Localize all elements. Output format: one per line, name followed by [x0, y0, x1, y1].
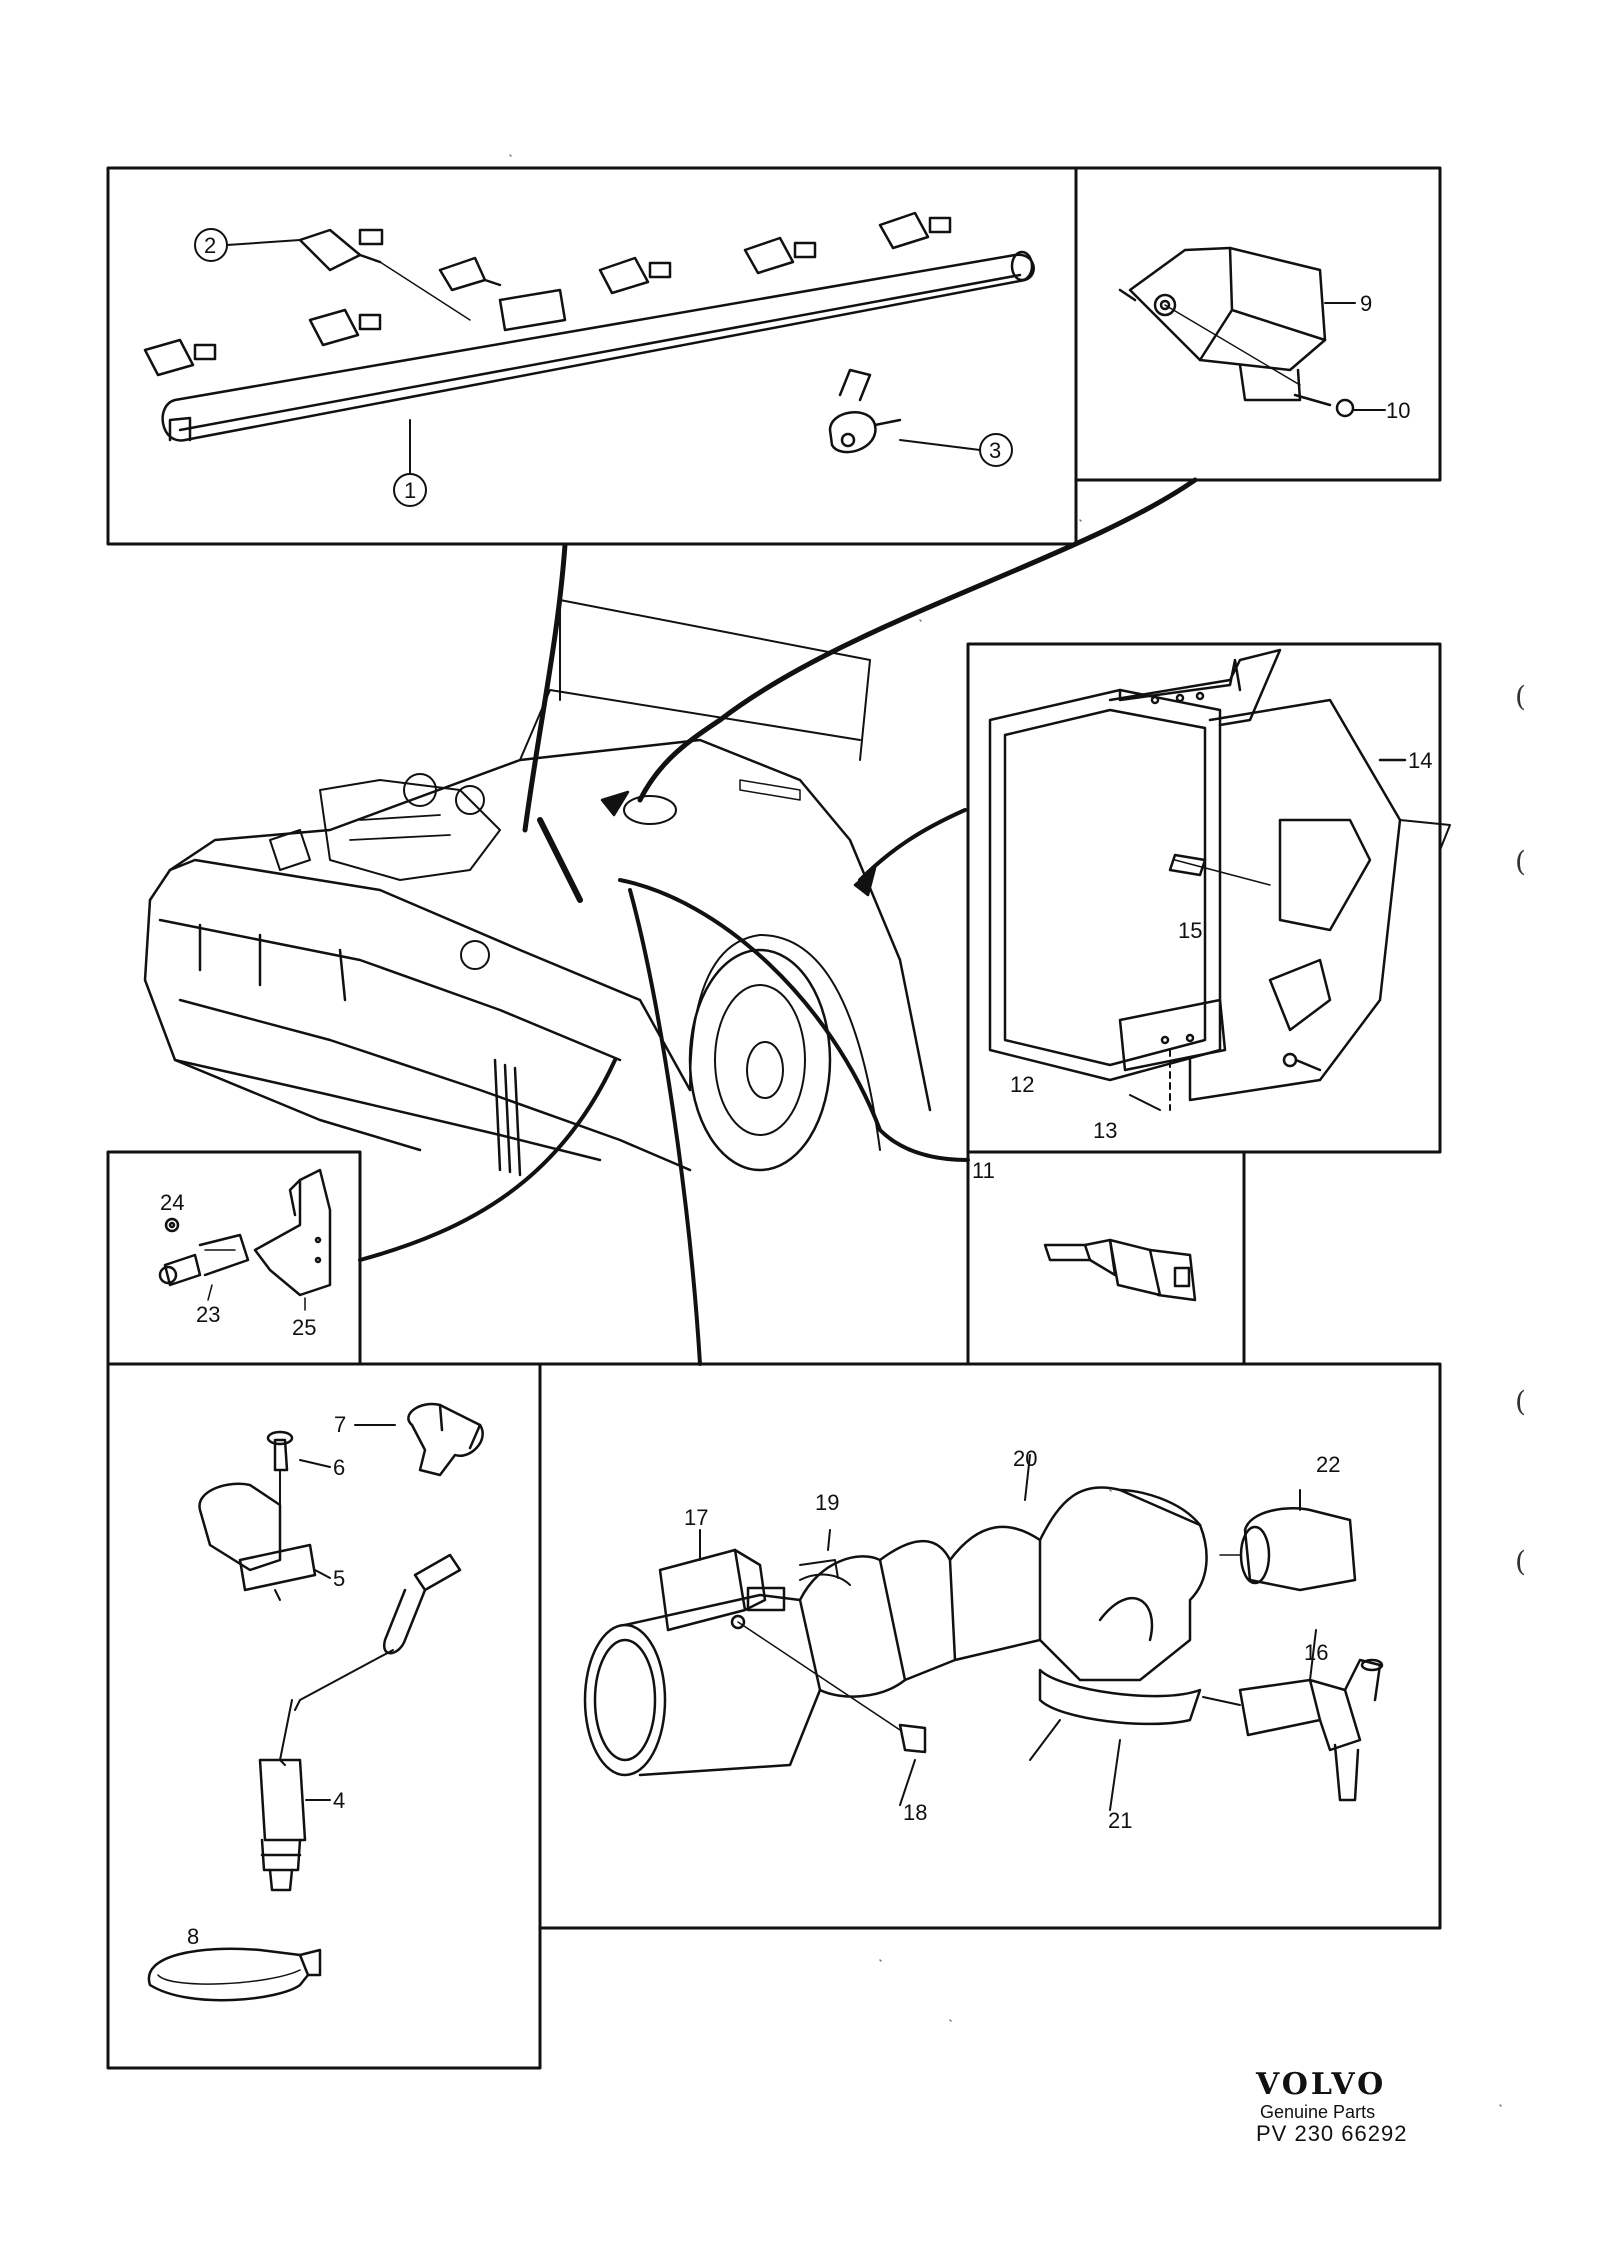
- panel-lambda-sensor: [106, 1362, 542, 2070]
- air-intake-illustration: [583, 1454, 1384, 1811]
- panel-air-intake: [538, 1362, 1442, 1930]
- leader-pressure-sensor: [637, 477, 1198, 803]
- callout-12: 12: [1010, 1072, 1034, 1097]
- temperature-sensor-illustration: [1043, 1238, 1197, 1302]
- callout-16: 16: [1304, 1640, 1328, 1665]
- callout-7: 7: [334, 1412, 346, 1437]
- leader-temp-sensor: [618, 878, 970, 1162]
- leader-throttle-switch: [358, 1058, 617, 1262]
- margin-mark-3: (: [1515, 1385, 1526, 1418]
- arrow-head-engine: [600, 790, 630, 817]
- callout-14: 14: [1408, 748, 1432, 773]
- pressure-sensor-illustration: [1118, 246, 1386, 418]
- callout-2: 2: [204, 233, 216, 258]
- margin-mark-2: (: [1515, 845, 1526, 878]
- panel-pressure-sensor: [1074, 166, 1442, 482]
- callout-9: 9: [1360, 291, 1372, 316]
- callout-19: 19: [815, 1490, 839, 1515]
- panel-temp-sensor: [966, 1150, 1246, 1366]
- callout-21: 21: [1108, 1808, 1132, 1833]
- callout-13: 13: [1093, 1118, 1117, 1143]
- leader-control-unit: [858, 808, 967, 882]
- callout-labels: 1 2 3 4 5 6 7 8 9 10 11 12 13 14 15 16 1…: [160, 233, 1432, 1949]
- callout-8: 8: [187, 1924, 199, 1949]
- margin-mark-4: (: [1515, 1545, 1526, 1578]
- callout-15: 15: [1178, 918, 1202, 943]
- callout-20: 20: [1013, 1446, 1037, 1471]
- callout-circles: [194, 228, 1013, 507]
- scan-specks: [509, 154, 1502, 2107]
- regulator-body: [828, 411, 877, 454]
- callout-3: 3: [989, 438, 1001, 463]
- control-unit-illustration: [988, 648, 1451, 1111]
- callout-5: 5: [333, 1566, 345, 1591]
- part-code: PV 230 66292: [1256, 2121, 1408, 2146]
- brand-subtitle: Genuine Parts: [1260, 2102, 1376, 2122]
- brand-logo: VOLVO: [1256, 2067, 1387, 2102]
- leader-air-intake: [628, 888, 702, 1366]
- callout-11: 11: [972, 1158, 995, 1183]
- fuel-rail-illustration: [143, 211, 1035, 454]
- callout-6: 6: [333, 1455, 345, 1480]
- callout-4: 4: [333, 1788, 345, 1813]
- brand-block: VOLVO Genuine Parts PV 230 66292: [1256, 2068, 1456, 2146]
- callout-1: 1: [404, 478, 416, 503]
- callout-18: 18: [903, 1800, 927, 1825]
- injector-group: [143, 211, 952, 377]
- callout-17: 17: [684, 1505, 708, 1530]
- throttle-switch-illustration: [158, 1168, 332, 1311]
- margin-mark-1: (: [1515, 680, 1526, 713]
- lambda-sensor-illustration: [147, 1402, 484, 2002]
- callout-10: 10: [1386, 398, 1410, 423]
- callout-24: 24: [160, 1190, 184, 1215]
- callout-22: 22: [1316, 1452, 1340, 1477]
- callout-23: 23: [196, 1302, 220, 1327]
- callout-25: 25: [292, 1315, 316, 1340]
- car-illustration: [143, 599, 932, 1177]
- leader-fuel-rail: [522, 542, 568, 833]
